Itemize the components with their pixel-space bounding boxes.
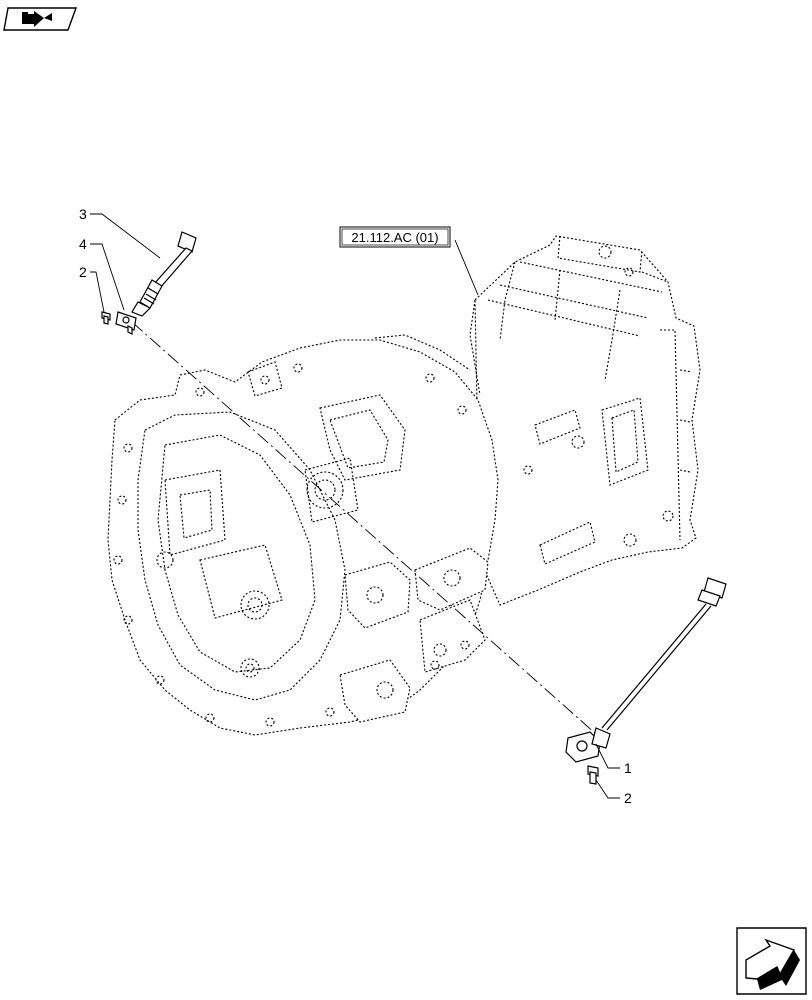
next-page-arrow-icon[interactable] (736, 927, 807, 995)
callout-3: 3 (79, 206, 87, 222)
callout-4: 4 (79, 236, 87, 252)
mounting-bracket-part-4 (115, 311, 137, 335)
lower-mount-pads (339, 547, 489, 723)
reference-label[interactable]: 21.112.AC (01) (351, 230, 438, 245)
callout-2-upper: 2 (79, 264, 87, 280)
transmission-housing (469, 235, 701, 606)
callout-2-lower: 2 (624, 790, 632, 806)
book-arrow-icon[interactable] (3, 7, 77, 31)
upper-speed-sensor-part-3 (131, 231, 197, 317)
screw-part-2-upper (101, 311, 111, 325)
screw-part-2-lower (587, 765, 599, 785)
lower-speed-sensor-part-1 (565, 577, 727, 763)
leader-lines (90, 213, 620, 799)
callout-1: 1 (624, 760, 632, 776)
bell-housing (107, 334, 499, 736)
cross-reference-link[interactable]: 21.112.AC (01) (339, 226, 451, 248)
mounting-axis-centerline (131, 321, 606, 743)
